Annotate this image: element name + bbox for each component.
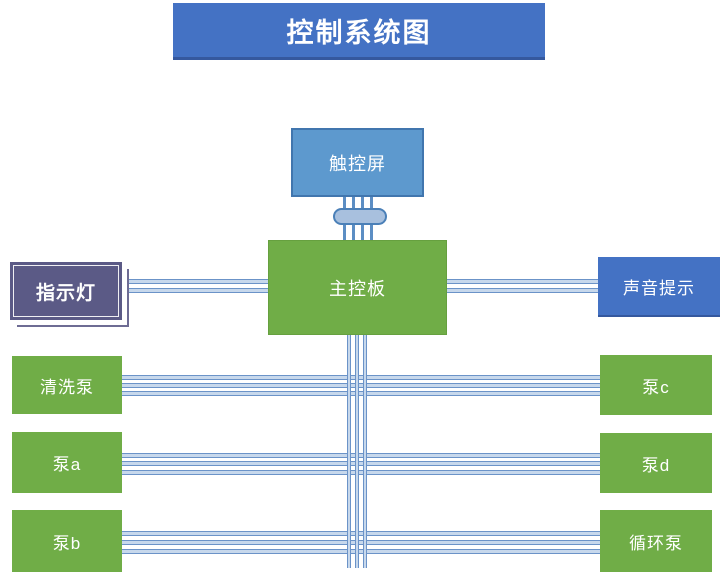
wire-row1-3 [122,391,600,396]
wire-connector-pin-1 [343,224,346,240]
wire-connector-pin-3 [361,224,364,240]
wire-indicator-mainboard-2 [122,288,268,293]
node-pump-b: 泵b [12,510,122,572]
wire-row3-3 [122,549,600,554]
node-mainboard: 主控板 [268,240,447,335]
wire-touchscreen-pin-2 [352,197,355,209]
node-touchscreen: 触控屏 [291,128,424,197]
wire-touchscreen-pin-1 [343,197,346,209]
wire-mainboard-sound-2 [447,288,598,293]
wire-indicator-mainboard-1 [122,279,268,284]
wire-touchscreen-pin-3 [361,197,364,209]
wire-row3-2 [122,540,600,545]
node-pump-d: 泵d [600,433,712,493]
wire-touchscreen-pin-4 [370,197,373,209]
wire-mainboard-bus-1 [347,335,351,568]
wire-connector-pin-2 [352,224,355,240]
node-sound-alert: 声音提示 [598,257,720,315]
node-circulation-pump: 循环泵 [600,510,712,572]
wire-mainboard-sound-1 [447,279,598,284]
wire-row2-1 [122,453,600,458]
wire-row1-1 [122,375,600,380]
node-pump-a: 泵a [12,432,122,493]
node-indicator-light: 指示灯 [10,262,122,320]
wire-row1-2 [122,383,600,388]
cable-connector-pill [333,208,387,225]
node-wash-pump: 清洗泵 [12,356,122,414]
wire-mainboard-bus-2 [355,335,359,568]
wire-row3-1 [122,531,600,536]
wire-row2-3 [122,470,600,475]
node-pump-c: 泵c [600,355,712,415]
wire-mainboard-bus-3 [363,335,367,568]
wire-row2-2 [122,461,600,466]
diagram-title: 控制系统图 [173,3,545,57]
wire-connector-pin-4 [370,224,373,240]
